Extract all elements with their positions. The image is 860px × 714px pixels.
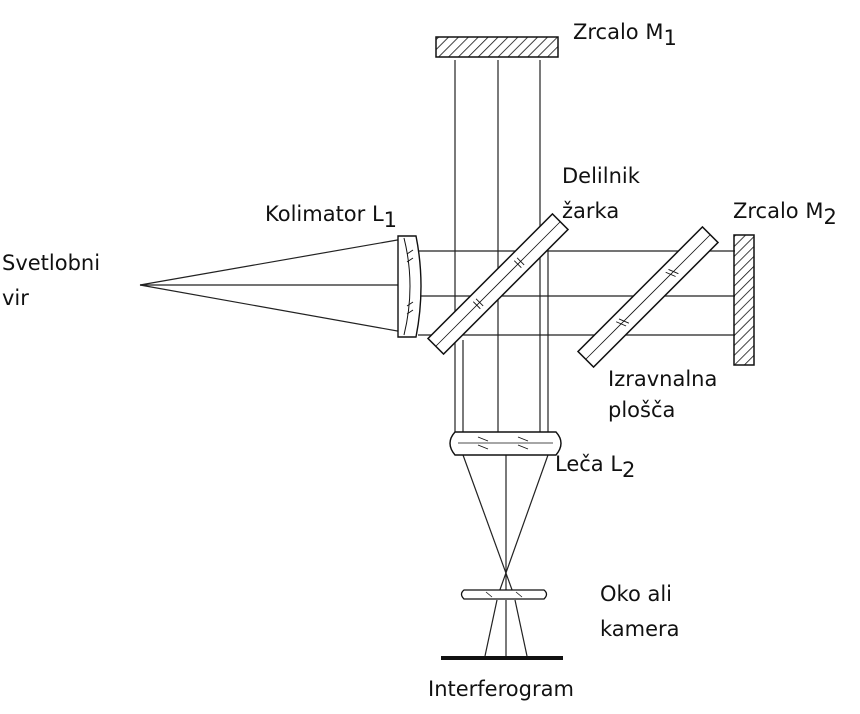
collimator-label: Kolimator L1	[265, 202, 397, 232]
compensator-label-2: plošča	[608, 398, 675, 422]
light-rays	[139, 60, 735, 657]
collimator-lens-l1	[397, 235, 422, 338]
ray-out-right	[514, 599, 528, 657]
eye-camera-label: Oko ali	[600, 582, 672, 606]
mirror-m2-label: Zrcalo M2	[733, 199, 837, 229]
ray-source-bottom	[139, 284, 404, 333]
mirror-m1	[435, 36, 559, 58]
compensator-plate	[576, 225, 720, 369]
beam-splitter	[426, 212, 570, 356]
mirror-m2	[733, 234, 755, 366]
ray-focus-left	[462, 454, 516, 599]
beam-splitter-label: Delilnik	[562, 164, 641, 188]
eye-camera-label-2: kamera	[600, 617, 680, 641]
light-source-label: Svetlobni	[2, 251, 100, 275]
interferogram-screen	[441, 656, 563, 660]
lens-l2	[449, 431, 562, 456]
ray-out-left	[484, 599, 498, 657]
beam-splitter-label-2: žarka	[562, 199, 619, 223]
compensator-label: Izravnalna	[608, 367, 717, 391]
lens-l2-label: Leča L2	[555, 452, 635, 482]
mirror-m1-label: Zrcalo M1	[573, 20, 677, 50]
ray-focus-right	[496, 454, 549, 599]
interferogram-label: Interferogram	[428, 677, 574, 701]
light-source-label-2: vir	[2, 286, 29, 310]
ray-source-top	[139, 238, 404, 286]
eye-camera-lens	[460, 589, 548, 600]
